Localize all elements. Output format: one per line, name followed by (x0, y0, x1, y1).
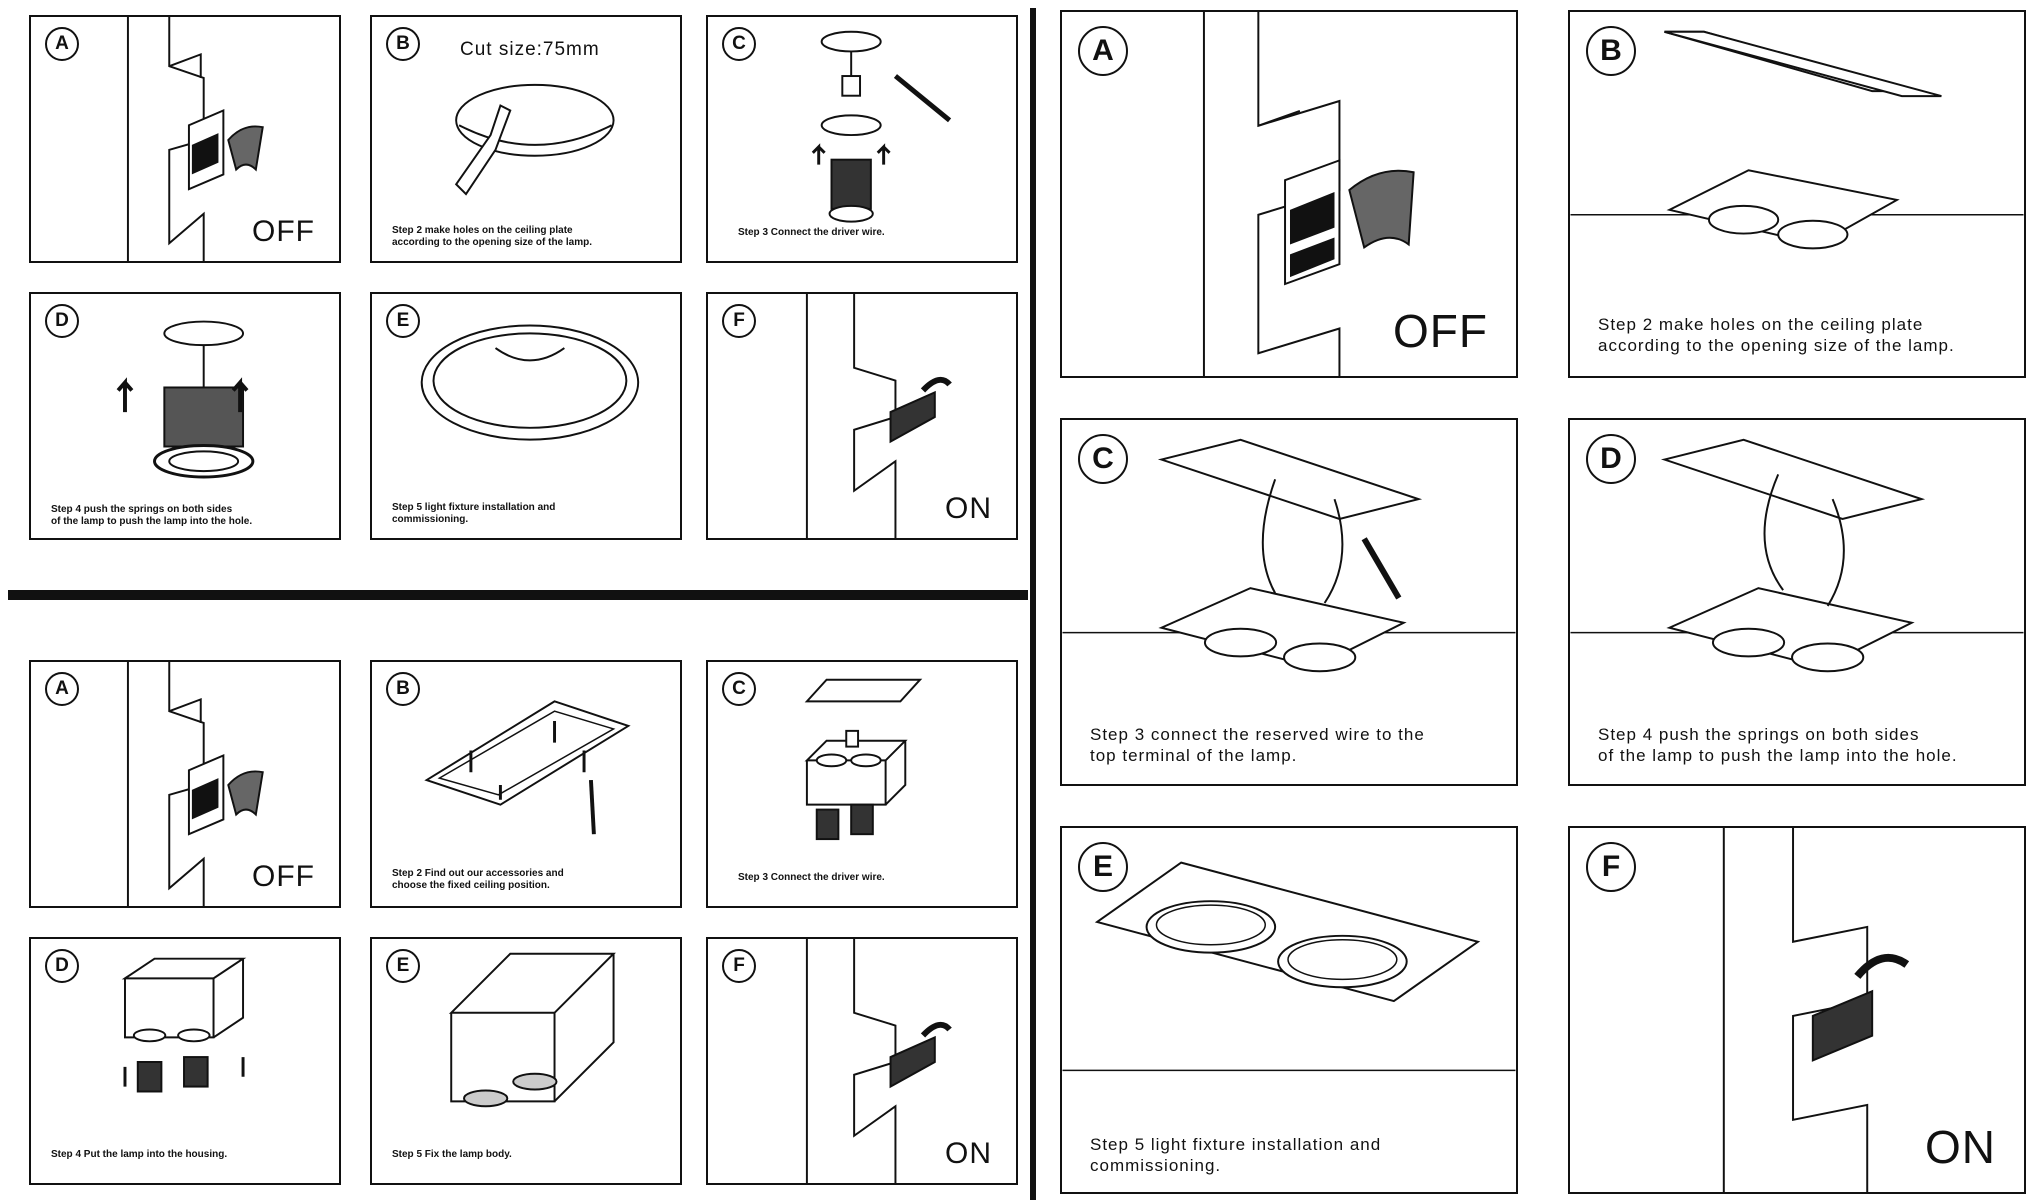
ceiling-plate-screws-illustration (424, 700, 631, 835)
step-caption: Step 5 light fixture installation and co… (1090, 1135, 1382, 1175)
step-letter-badge: B (386, 27, 420, 61)
step-caption: Step 2 make holes on the ceiling plate a… (1598, 315, 1955, 355)
g3-panel-f: F ON (1568, 826, 2026, 1194)
g2-panel-c: C Step 3 Connect the driver wire. (706, 660, 1018, 908)
step-letter-badge: A (45, 672, 79, 706)
g3-panel-b: B Step 2 make holes on the ceiling plate… (1568, 10, 2026, 378)
g2-panel-a: A OFF (29, 660, 341, 908)
step-caption: Step 4 Put the lamp into the housing. (51, 1149, 228, 1160)
step-caption: Step 3 connect the reserved wire to the … (1090, 725, 1425, 765)
surface-mounted-box-illustration (448, 952, 616, 1108)
installed-twin-fixture-illustration (1062, 861, 1516, 1072)
g2-panel-b: B Step 2 Find out our accessories and ch… (370, 660, 682, 908)
step-letter-badge: D (1586, 434, 1636, 484)
g1-panel-b: B Cut size:75mm Step 2 make holes on the… (370, 15, 682, 263)
g2-panel-f: F ON (706, 937, 1018, 1185)
step-letter-badge: E (386, 304, 420, 338)
horizontal-divider (8, 590, 1028, 600)
g2-panel-d: D Step 4 Put the lamp into the housing. (29, 937, 341, 1185)
installed-fixture-illustration (420, 324, 640, 441)
step-caption: Step 2 make holes on the ceiling plate a… (392, 225, 593, 248)
off-label: OFF (1393, 305, 1488, 357)
lamp-into-housing-illustration (121, 957, 247, 1093)
step-letter-badge: B (386, 672, 420, 706)
step-caption: Step 5 light fixture installation and co… (392, 502, 556, 525)
push-springs-twin-illustration (1570, 438, 2024, 673)
step-caption: Step 5 Fix the lamp body. (392, 1149, 512, 1160)
g1-panel-d: D Step 4 push the springs on both sides … (29, 292, 341, 540)
step-letter-badge: C (722, 27, 756, 61)
g3-panel-d: D Step 4 push the springs on both sides … (1568, 418, 2026, 786)
wall-switch-on-illustration (805, 294, 952, 538)
off-label: OFF (252, 215, 315, 248)
g1-panel-a: A OFF (29, 15, 341, 263)
g1-panel-f: F ON (706, 292, 1018, 540)
step-letter-badge: A (1078, 26, 1128, 76)
cut-hole-saw-illustration (454, 83, 615, 196)
housing-driver-illustration (804, 678, 923, 841)
step-caption: Step 2 Find out our accessories and choo… (392, 868, 564, 891)
step-letter-badge: F (722, 304, 756, 338)
on-label: ON (1925, 1121, 1996, 1173)
wall-switch-off-illustration (126, 17, 264, 261)
step-letter-badge: B (1586, 26, 1636, 76)
wall-switch-on-illustration (1722, 828, 1910, 1192)
g3-panel-a: A OFF (1060, 10, 1518, 378)
push-springs-illustration (116, 320, 255, 479)
wall-switch-on-illustration (805, 939, 952, 1183)
on-label: ON (945, 492, 992, 525)
wall-switch-off-illustration (1202, 12, 1415, 376)
step-letter-badge: C (722, 672, 756, 706)
step-letter-badge: E (1078, 842, 1128, 892)
vertical-divider (1030, 8, 1036, 1200)
g2-panel-e: E Step 5 Fix the lamp body. (370, 937, 682, 1185)
wall-switch-off-illustration (126, 662, 264, 906)
g3-panel-e: E Step 5 light fixture installation and … (1060, 826, 1518, 1194)
step-caption: Step 3 Connect the driver wire. (738, 227, 885, 238)
step-letter-badge: A (45, 27, 79, 61)
step-letter-badge: E (386, 949, 420, 983)
step-letter-badge: F (1586, 842, 1636, 892)
step-letter-badge: D (45, 949, 79, 983)
step-caption: Step 3 Connect the driver wire. (738, 872, 885, 883)
off-label: OFF (252, 860, 315, 893)
step-letter-badge: C (1078, 434, 1128, 484)
connect-wire-twin-illustration (1062, 438, 1516, 673)
step-caption: Step 4 push the springs on both sides of… (1598, 725, 1958, 765)
on-label: ON (945, 1137, 992, 1170)
step-caption: Step 4 push the springs on both sides of… (51, 504, 253, 527)
cut-size-label: Cut size:75mm (460, 39, 600, 60)
g1-panel-e: E Step 5 light fixture installation and … (370, 292, 682, 540)
connect-driver-illustration (811, 30, 952, 223)
step-letter-badge: D (45, 304, 79, 338)
g1-panel-c: C Step 3 Connect the driver wire. (706, 15, 1018, 263)
step-letter-badge: F (722, 949, 756, 983)
ceiling-plate-twin-illustration (1570, 30, 2024, 250)
g3-panel-c: C Step 3 connect the reserved wire to th… (1060, 418, 1518, 786)
